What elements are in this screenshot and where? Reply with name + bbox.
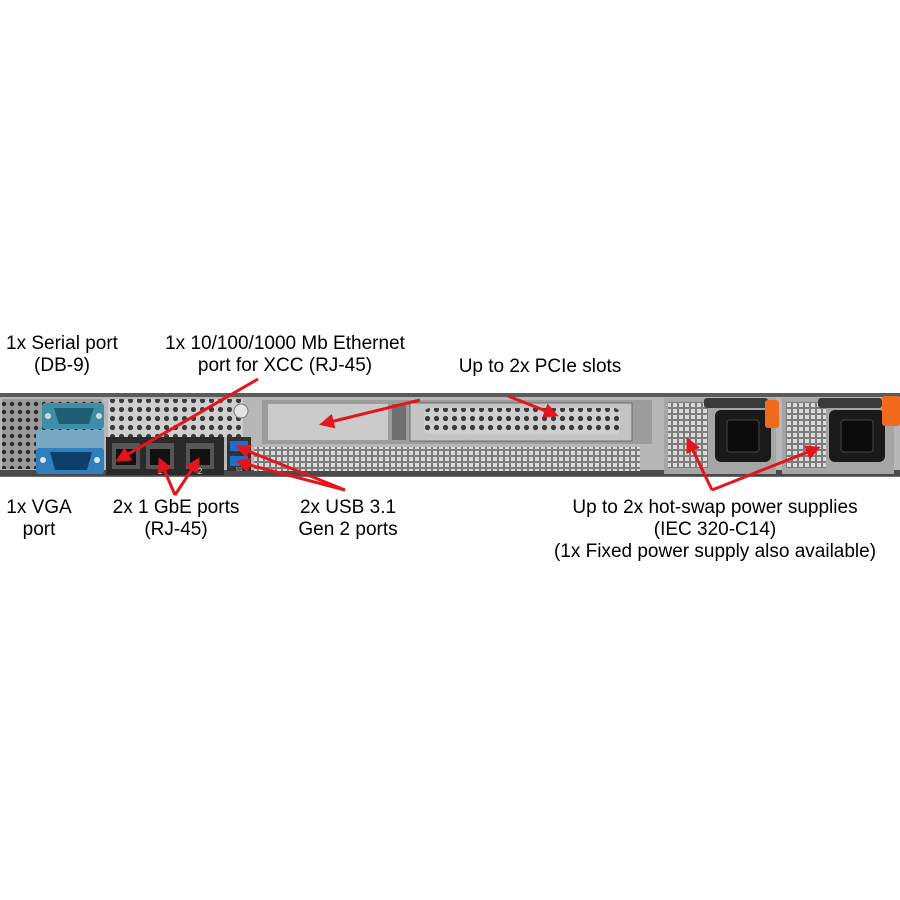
pcie-slot-bracket — [409, 402, 633, 442]
arrow-pcie-2 — [507, 394, 559, 418]
callout-vga-line1: 1x VGA — [6, 497, 72, 518]
arrow-usb-2 — [235, 457, 346, 492]
power-supply-bay-1 — [664, 398, 779, 474]
vga-port — [36, 430, 104, 474]
serial-port — [42, 403, 104, 429]
callout-usb-ports: 2x USB 3.1 Gen 2 ports — [280, 497, 416, 541]
pcie-slots — [262, 400, 652, 444]
usb-ports: SS — [227, 437, 251, 473]
arrow-gbe-2 — [173, 457, 200, 496]
psu-2-handle — [818, 398, 882, 408]
psu-1-handle — [704, 398, 768, 408]
psu-1-release-tab — [765, 400, 779, 428]
callout-psu-line1: Up to 2x hot-swap power supplies — [572, 497, 858, 518]
callout-serial-port: 1x Serial port (DB-9) — [0, 333, 124, 377]
io-port-panel: 1 2 — [106, 437, 224, 476]
callout-gbe-ports: 2x 1 GbE ports (RJ-45) — [98, 497, 254, 541]
arrow-psu-1 — [686, 437, 714, 491]
callout-xcc-port: 1x 10/100/1000 Mb Ethernet port for XCC … — [150, 333, 420, 377]
callout-vga-line2: port — [22, 519, 56, 540]
callout-serial-line2: (DB-9) — [34, 355, 90, 376]
mid-vent — [254, 447, 640, 471]
arrow-xcc — [115, 377, 259, 462]
arrow-usb-1 — [235, 444, 346, 492]
power-supply-bay-2 — [782, 396, 900, 474]
callout-pcie-line1: Up to 2x PCIe slots — [458, 356, 622, 377]
psu-2-release-tab — [882, 396, 900, 426]
callout-psu-line2: (IEC 320-C14) — [653, 519, 777, 540]
callout-arrows — [115, 377, 821, 496]
callout-xcc-line2: port for XCC (RJ-45) — [197, 355, 373, 376]
callout-pcie-slots: Up to 2x PCIe slots — [440, 356, 640, 378]
callout-power-supplies: Up to 2x hot-swap power supplies (IEC 32… — [530, 497, 900, 563]
callout-vga-port: 1x VGA port — [0, 497, 78, 541]
arrow-psu-2 — [711, 445, 821, 492]
usb-ss-mark: SS — [236, 467, 243, 473]
callout-psu-line3: (1x Fixed power supply also available) — [553, 541, 877, 562]
arrow-gbe-1 — [157, 457, 177, 496]
callout-gbe-line1: 2x 1 GbE ports — [112, 497, 240, 518]
arrow-pcie-1 — [319, 398, 421, 429]
callout-xcc-line1: 1x 10/100/1000 Mb Ethernet — [165, 333, 405, 354]
gbe-port-2-mark: 2 — [198, 467, 203, 476]
callout-serial-line1: 1x Serial port — [6, 333, 118, 354]
callout-usb-line2: Gen 2 ports — [298, 519, 398, 540]
callout-usb-line1: 2x USB 3.1 — [299, 497, 397, 518]
callout-gbe-line2: (RJ-45) — [144, 519, 208, 540]
